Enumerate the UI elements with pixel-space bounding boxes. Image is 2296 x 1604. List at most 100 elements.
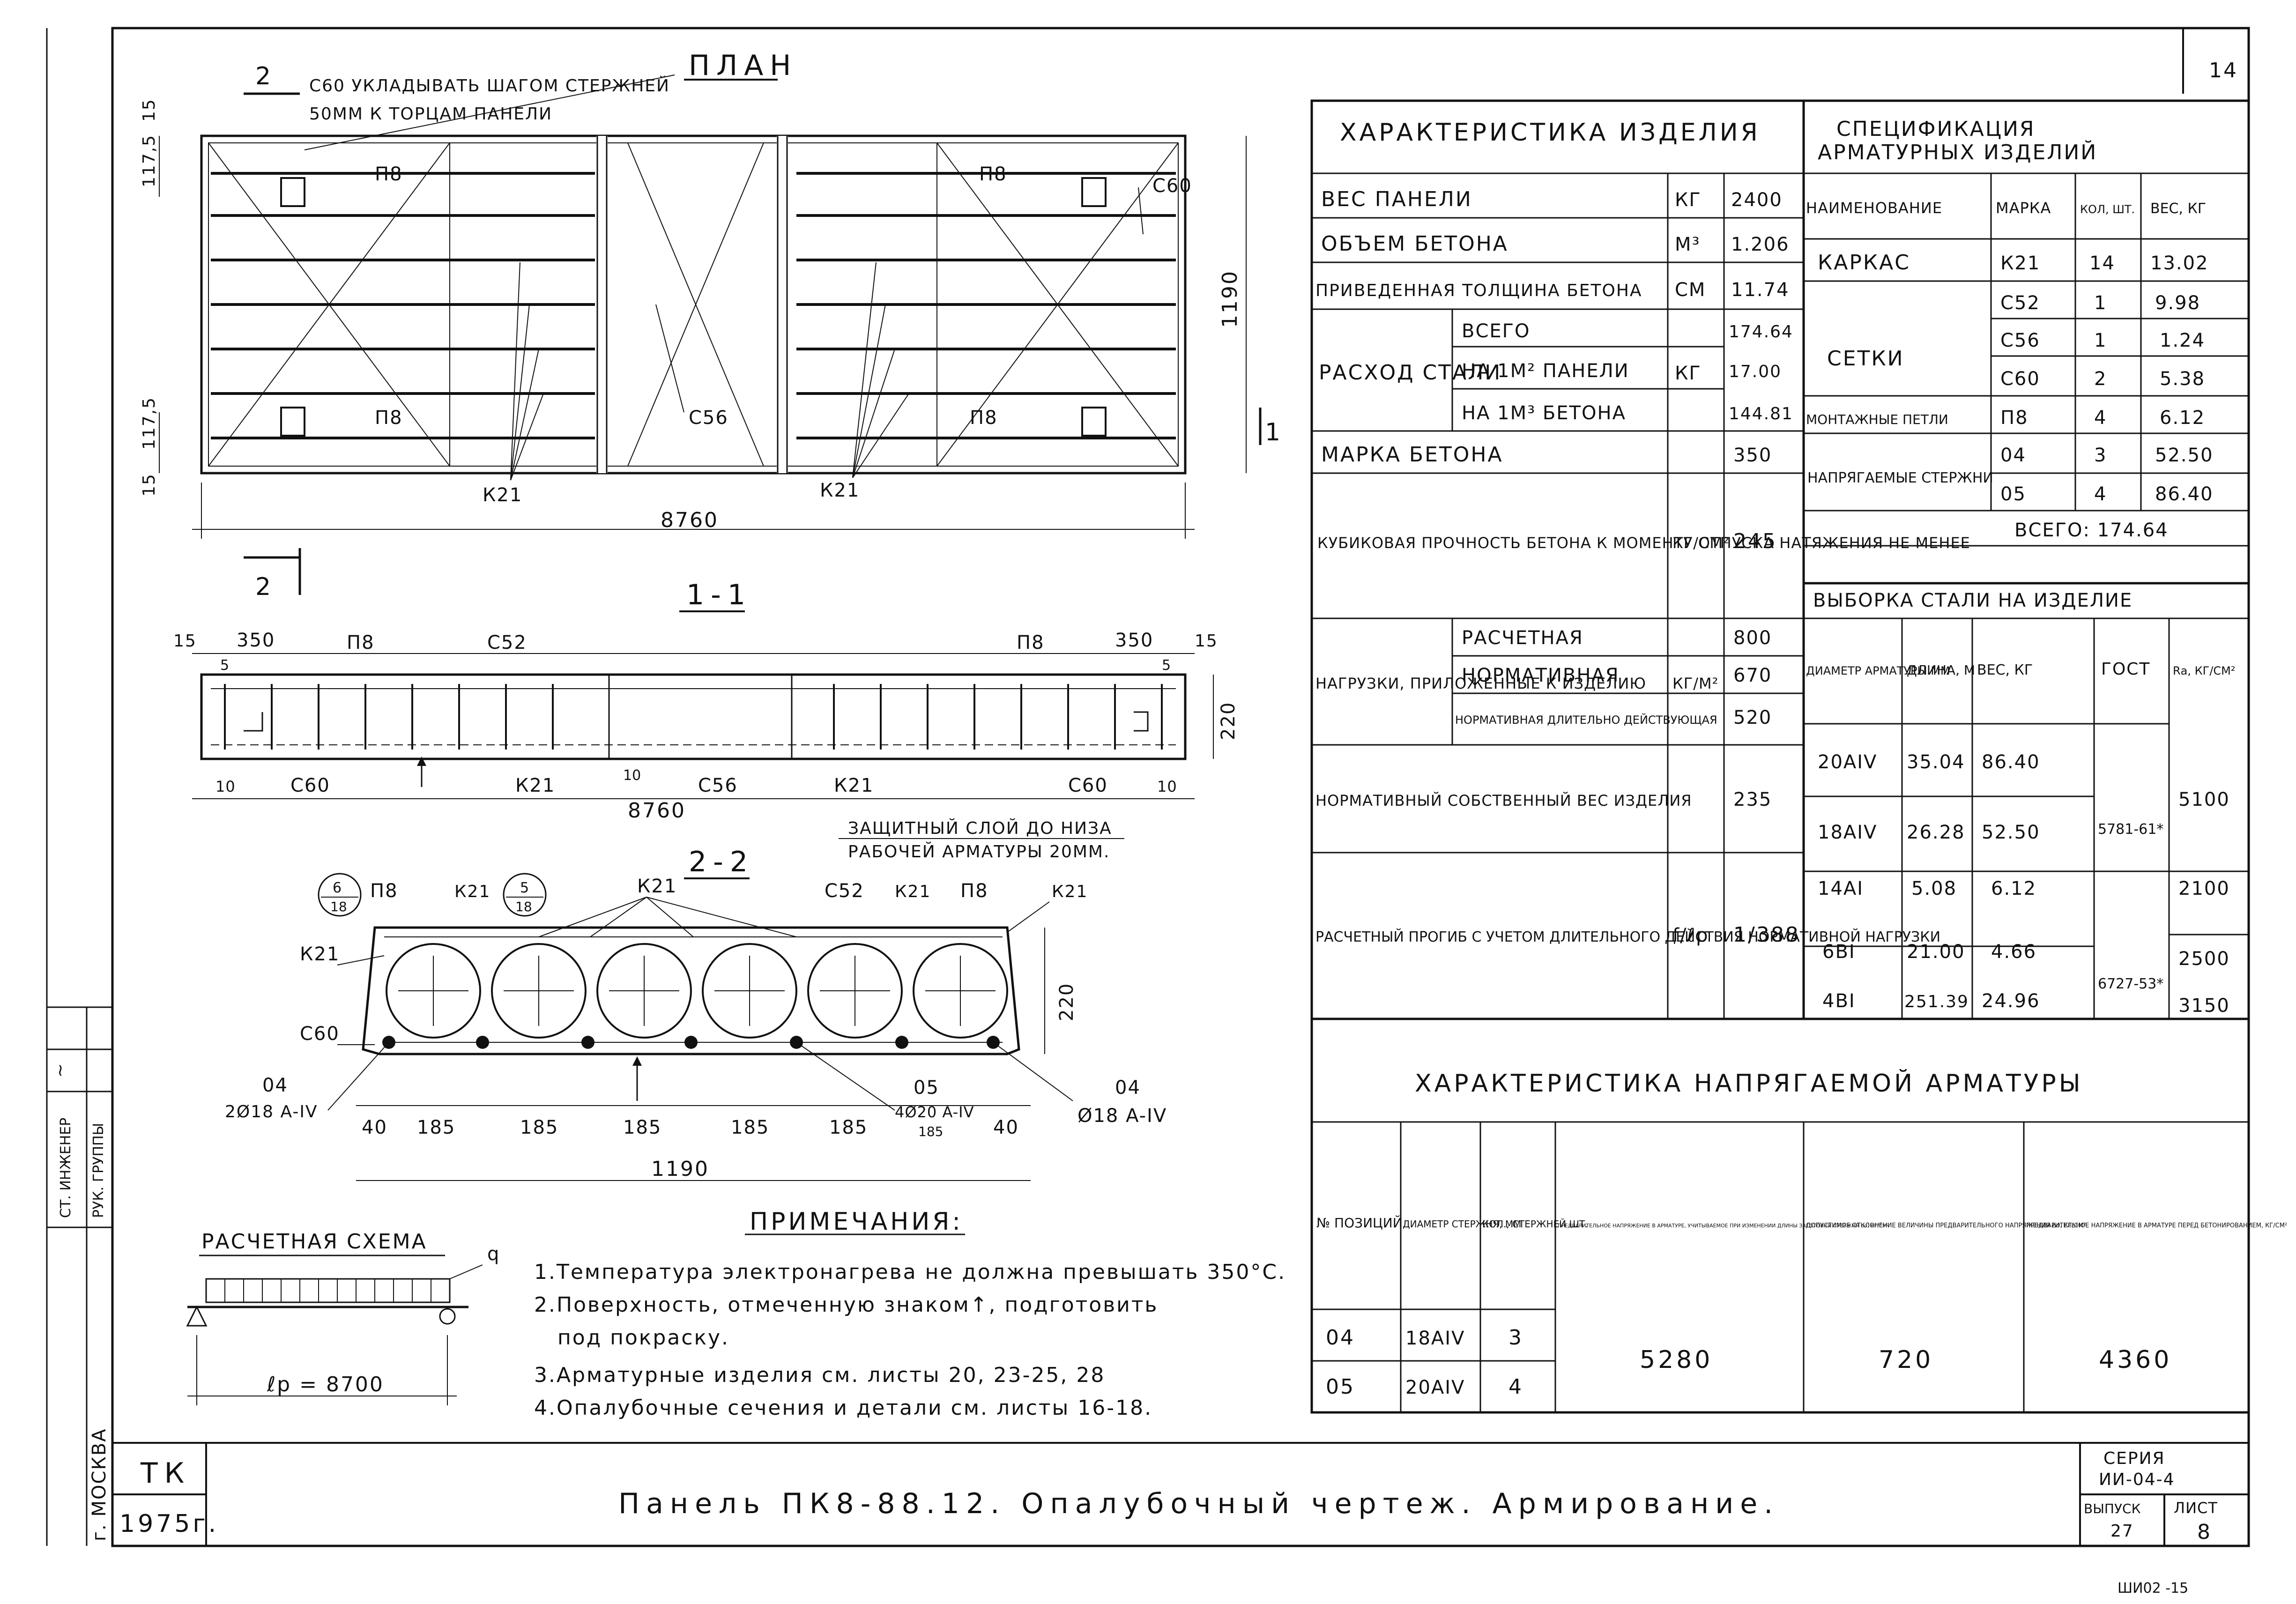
plan-label-k21-2: К21	[820, 480, 860, 501]
steel-ra-3: 2500	[2178, 948, 2230, 970]
note-item-3: 3.Арматурные изделия см. листы 20, 23-25…	[534, 1363, 1105, 1387]
section11-title: 1-1	[686, 579, 752, 611]
section-2-2: 2-2 6 18 5 18 П8 К21 К21 С52 К21 П8	[225, 846, 1167, 1181]
spec-row-c60-weight: 5.38	[2160, 368, 2205, 390]
section11-label-k21-left: К21	[515, 775, 555, 796]
stamp-role-1: РУК. ГРУППЫ	[90, 1123, 107, 1218]
section-1-1: 1-1 15 350 П8 С52 П8 350 15 5 5 С60 К21 …	[173, 579, 1239, 861]
char-load-normative-value: 670	[1733, 665, 1772, 686]
steel-gost-1: 5781-61*	[2098, 821, 2163, 838]
char-row-volume-unit: М³	[1675, 234, 1701, 255]
section11-dim-edge-left: 10	[215, 778, 236, 795]
spec-row-05-qty: 4	[2094, 483, 2107, 505]
spec-col-qty: КОЛ, ШТ.	[2080, 203, 2135, 216]
plan-note: С60 УКЛАДЫВАТЬ ШАГОМ СТЕРЖНЕЙ	[309, 76, 670, 96]
spec-row-p8-qty: 4	[2094, 407, 2107, 429]
plan-dim-top2: 15	[140, 98, 159, 122]
section22-rebar-d18: Ø18 A-IV	[1077, 1105, 1167, 1127]
steel-row4-wt: 4.66	[1991, 941, 2036, 963]
section22-rebar-185: 185	[918, 1124, 943, 1139]
spec-row-c56-qty: 1	[2094, 330, 2107, 351]
section11-label-k21-right: К21	[834, 775, 874, 796]
section11-label-c52: С52	[487, 632, 527, 653]
spec-col-weight: ВЕС, КГ	[2150, 200, 2206, 217]
section11-note-2: РАБОЧЕЙ АРМАТУРЫ 20ММ.	[848, 842, 1110, 861]
prestress-text: ХАРАКТЕРИСТИКА НАПРЯГАЕМОЙ АРМАТУРЫ № ПО…	[1316, 1069, 2287, 1399]
spec-row-c56-weight: 1.24	[2160, 330, 2205, 351]
stamp-role-2: СТ. ИНЖЕНЕР	[58, 1118, 74, 1218]
section22-dim-width: 1190	[651, 1157, 709, 1181]
plan-dim-width: 1190	[1218, 270, 1242, 328]
characteristics-header: ХАРАКТЕРИСТИКА ИЗДЕЛИЯ	[1340, 119, 1761, 147]
notes-title: ПРИМЕЧАНИЯ:	[750, 1208, 963, 1236]
steel-header: ВЫБОРКА СТАЛИ НА ИЗДЕЛИЕ	[1813, 590, 2133, 611]
steel-row3-wt: 6.12	[1991, 878, 2036, 899]
section22-label-k21-side: К21	[300, 943, 340, 965]
spec-row-c60-mark: С60	[2000, 368, 2040, 390]
spec-row-strands-name: НАПРЯГАЕМЫЕ СТЕРЖНИ	[1807, 470, 1993, 486]
char-load-normative-name: НОРМАТИВНАЯ	[1462, 665, 1620, 686]
char-row-weight-unit: КГ	[1675, 189, 1702, 211]
char-loads-label: НАГРУЗКИ, ПРИЛОЖЕННЫЕ К ИЗДЕЛИЮ	[1315, 675, 1646, 692]
char-steel-m3-value: 144.81	[1729, 404, 1793, 423]
section11-dim-length: 8760	[628, 799, 686, 823]
spec-row-k21-weight: 13.02	[2150, 252, 2209, 274]
sheet-frame	[111, 27, 2250, 1547]
steel-row1-len: 35.04	[1907, 751, 1965, 773]
notes-block: ПРИМЕЧАНИЯ: 1.Температура электронагрева…	[534, 1208, 1285, 1420]
void-circles	[386, 943, 1008, 1039]
plan-label-p8-4: П8	[970, 407, 998, 429]
plan-label-k21-1: К21	[483, 484, 522, 506]
spec-row-05-mark: 05	[2000, 483, 2026, 505]
spec-row-k21-mark: К21	[2000, 252, 2040, 274]
char-load-longterm-name: НОРМАТИВНАЯ ДЛИТЕЛЬНО ДЕЙСТВУЮЩАЯ	[1455, 713, 1717, 727]
prestress-col-diameter: ДИАМЕТР СТЕРЖНЯ, ММ	[1403, 1218, 1521, 1230]
section22-dim-spacing-6: 185	[829, 1117, 868, 1138]
char-selfweight-name: НОРМАТИВНЫЙ СОБСТВЕННЫЙ ВЕС ИЗДЕЛИЯ	[1315, 792, 1692, 809]
plan-dim-length: 8760	[661, 508, 719, 532]
char-steel-unit: КГ	[1675, 363, 1702, 384]
steel-col-diameter: ДИАМЕТР АРМАТУРЫ ММ	[1806, 664, 1950, 677]
char-cube-value: 245	[1733, 529, 1777, 553]
section11-dim-small-left: 5	[220, 657, 229, 674]
section11-label-p8-left: П8	[347, 632, 375, 653]
steel-ra-4: 3150	[2178, 995, 2230, 1017]
section22-circle-mark-2-top: 5	[520, 880, 529, 896]
spec-header-1: СПЕЦИФИКАЦИЯ	[1836, 117, 2035, 141]
plan-label-c60: С60	[1152, 175, 1192, 197]
specification-table	[1802, 99, 2250, 585]
steel-row5-dia: 4BI	[1822, 990, 1856, 1012]
steel-col-gost: ГОСТ	[2101, 660, 2150, 679]
section11-note-1: ЗАЩИТНЫЙ СЛОЙ ДО НИЗА	[848, 818, 1112, 838]
plan-section-mark-top: 2	[255, 62, 274, 90]
section22-label-p8-right: П8	[960, 880, 988, 902]
steel-selection-text: ВЫБОРКА СТАЛИ НА ИЗДЕЛИЕ ДИАМЕТР АРМАТУР…	[1806, 590, 2236, 1017]
spec-row-nets-name: СЕТКИ	[1827, 347, 1904, 371]
char-deflection-value: 1/388	[1733, 923, 1800, 947]
steel-row5-len: 251.39	[1904, 992, 1969, 1011]
section11-dim-loop-right: 350	[1115, 630, 1153, 651]
title-block	[112, 1442, 2249, 1546]
title-series-label: СЕРИЯ	[2103, 1449, 2165, 1468]
spec-header-2: АРМАТУРНЫХ ИЗДЕЛИЙ	[1818, 140, 2097, 164]
plan-label-p8-1: П8	[375, 163, 403, 185]
section22-circle-mark-2-bottom: 18	[515, 899, 532, 914]
char-concrete-name: МАРКА БЕТОНА	[1321, 443, 1503, 467]
section11-label-c60-right: С60	[1068, 775, 1108, 796]
char-selfweight-value: 235	[1733, 789, 1772, 810]
note-item-2b: под покраску.	[557, 1326, 729, 1350]
char-row-thickness-unit: СМ	[1675, 279, 1706, 301]
spec-col-name: НАИМЕНОВАНИЕ	[1806, 199, 1942, 217]
spec-col-mark: МАРКА	[1996, 199, 2051, 217]
section22-circle-mark-1-bottom: 18	[330, 899, 347, 914]
section11-dim-loop-left: 350	[237, 630, 275, 651]
scheme-load: q	[487, 1243, 500, 1265]
steel-col-ra: Rа, КГ/СМ²	[2173, 664, 2236, 677]
char-deflection-name: РАСЧЕТНЫЙ ПРОГИБ С УЧЕТОМ ДЛИТЕЛЬНОГО ДЕ…	[1315, 928, 1940, 945]
prestress-delta: 720	[1879, 1346, 1933, 1374]
section22-label-c52: С52	[825, 880, 864, 902]
prestress-row2-pos: 05	[1326, 1375, 1355, 1399]
spec-row-04-weight: 52.50	[2155, 445, 2214, 466]
title-issue-value: 27	[2110, 1522, 2134, 1541]
